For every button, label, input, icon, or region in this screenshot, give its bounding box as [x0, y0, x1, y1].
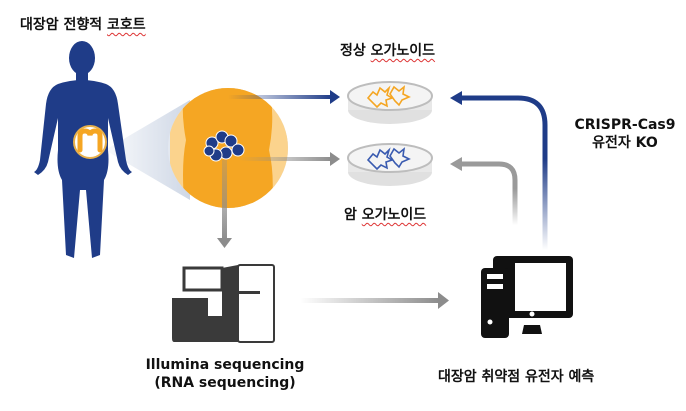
human-figure-icon [34, 41, 132, 258]
cohort-label: 대장암 전향적 코호트 [20, 17, 146, 33]
normal-organoid-underlined: 오가노이드 [370, 43, 436, 59]
tumor-cells-icon [203, 130, 245, 162]
cohort-underlined: 코호트 [107, 17, 146, 33]
intestine-zoom-circle [168, 88, 288, 208]
sequencer-icon [172, 264, 275, 343]
sequencing-label-line1: Illumina sequencing [145, 357, 305, 373]
arrow-to-normal-organoid [228, 90, 340, 104]
zoom-cone [105, 100, 190, 200]
sequencing-label-line2: (RNA sequencing) [154, 375, 296, 391]
prediction-label: 대장암 취약점 유전자 예측 [438, 369, 595, 385]
crispr-label: CRISPR-Cas9 유전자 KO [570, 116, 680, 152]
cancer-organoid-dish-icon [347, 143, 433, 186]
normal-organoid-dish-icon [347, 81, 433, 124]
crispr-label-line1: CRISPR-Cas9 [574, 117, 676, 133]
normal-organoid-label: 정상 오가노이드 [340, 43, 436, 59]
sequencing-label: Illumina sequencing (RNA sequencing) [130, 356, 320, 392]
arrow-to-cancer-organoid [240, 152, 340, 166]
crispr-label-line2: 유전자 KO [592, 135, 658, 151]
computer-icon [481, 256, 573, 338]
cancer-organoid-underlined: 오가노이드 [361, 207, 427, 223]
arrow-to-sequencer [217, 160, 232, 248]
colon-icon [73, 125, 107, 159]
crispr-arrow-to-cancer [450, 157, 518, 225]
crispr-arrow-to-normal [450, 91, 548, 250]
arrow-to-computer [300, 292, 449, 309]
cancer-organoid-label: 암 오가노이드 [344, 207, 427, 223]
